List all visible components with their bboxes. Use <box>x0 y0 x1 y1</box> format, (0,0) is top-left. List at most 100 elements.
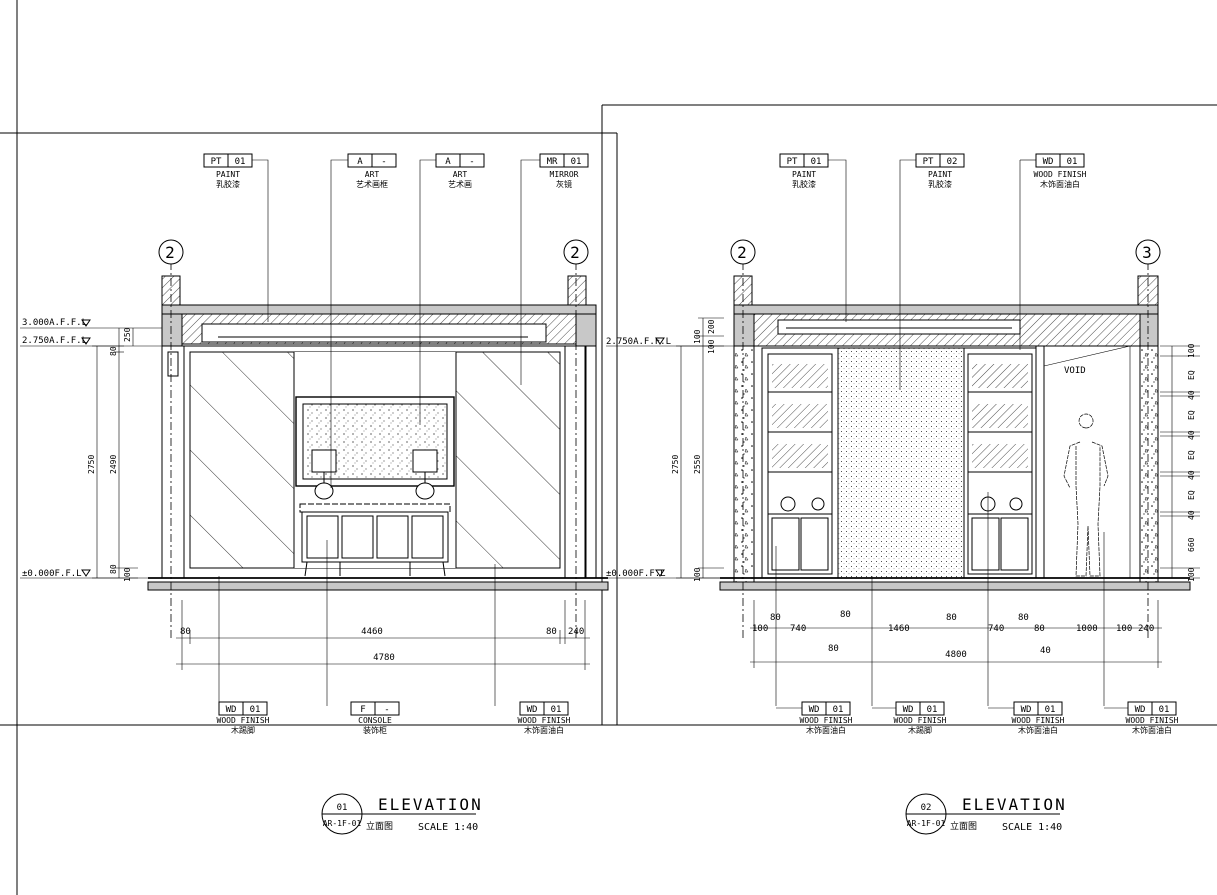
tag-num: 01 <box>811 157 822 167</box>
bottom-tag-console: F - CONSOLE 装饰柜 <box>350 701 400 735</box>
vdim-100: 100 <box>123 567 132 582</box>
bookcase-left <box>761 347 839 579</box>
vertical-dimensions-right: 100 EQ 40 EQ 40 EQ 40 EQ 40 660 100 <box>1160 343 1200 582</box>
vdim-250: 250 <box>123 327 132 342</box>
tag-num: 02 <box>947 157 958 167</box>
bottom-tag-1: WD 01 WOOD FINISH 木饰面油白 <box>776 701 853 735</box>
tag-cn: 灰镜 <box>556 179 572 189</box>
tag-num: - <box>381 157 386 167</box>
hdim-1000: 1000 <box>1076 624 1098 634</box>
tag-code: MR <box>547 157 558 167</box>
title-block-01: 01 AR-1F-01 ELEVATION 立面图 SCALE 1:40 <box>321 793 483 835</box>
tag-code: WD <box>809 705 820 715</box>
axis-bubble-right: 2 <box>570 243 582 262</box>
vdim-100-c: 100 <box>693 567 702 582</box>
level-markers: 3.000A.F.F.L 2.750A.F.F.L ±0.000F.F.L <box>20 318 162 579</box>
tag-code: WD <box>903 705 914 715</box>
tag-num: 01 <box>250 705 261 715</box>
vdim-r-100-bottom: 100 <box>1187 567 1196 582</box>
tag-en: WOOD FINISH <box>1034 170 1087 179</box>
top-tag-paint: PT 01 PAINT 乳胶漆 <box>203 153 253 189</box>
void-opening: VOID <box>1035 345 1131 579</box>
tag-code: WD <box>1043 157 1054 167</box>
tag-en: PAINT <box>928 170 952 179</box>
hdim-1460: 1460 <box>888 624 910 634</box>
sheet-ref: AR-1F-01 <box>907 819 946 828</box>
hdim-80-d: 80 <box>1018 613 1029 623</box>
tag-num: 01 <box>551 705 562 715</box>
hdim-80-b: 80 <box>840 610 851 620</box>
title-block-02: 02 AR-1F-01 ELEVATION 立面图 SCALE 1:40 <box>905 793 1067 835</box>
tag-code: F <box>360 705 365 715</box>
axis-bubble-right: 3 <box>1142 243 1154 262</box>
level-2750: 2.750A.F.F.L <box>606 337 671 347</box>
vdim-200: 200 <box>707 319 716 334</box>
level-0000: ±0.000F.F.L <box>22 569 82 579</box>
hdim-240: 240 <box>568 627 584 637</box>
tag-en: MIRROR <box>550 170 579 179</box>
tag-cn: 木饰面油白 <box>806 725 846 735</box>
vdim-r-eq-2: EQ <box>1187 410 1196 420</box>
vdim-2550: 2550 <box>693 455 702 474</box>
level-markers: 2.750A.F.F.L ±0.000F.F.L <box>606 337 734 579</box>
drawing-title-cn: 立面图 <box>950 820 977 832</box>
axis-bubble-left: 2 <box>737 243 749 262</box>
vdim-r-40-3: 40 <box>1187 470 1196 480</box>
drawing-title: ELEVATION <box>962 795 1067 814</box>
hdim-100-right: 100 <box>1116 624 1132 634</box>
tag-code: A <box>357 157 363 167</box>
drawing-scale: SCALE 1:40 <box>1002 822 1062 833</box>
drawing-title-cn: 立面图 <box>366 820 393 832</box>
console-cabinet <box>299 503 451 577</box>
tag-num: 01 <box>1045 705 1056 715</box>
void-label: VOID <box>1064 366 1086 376</box>
tag-en: ART <box>453 170 468 179</box>
drawing-title: ELEVATION <box>378 795 483 814</box>
hdim-80-a: 80 <box>770 613 781 623</box>
level-0000: ±0.000F.F.L <box>606 569 666 579</box>
elevation-01: 2 2 3.000A.F.F.L 2.750A.F.F.L ±0.000F.F.… <box>20 153 609 835</box>
vertical-dimensions-left: 200 100 100 2750 2550 100 <box>671 317 724 582</box>
hdim-740-right: 740 <box>988 624 1004 634</box>
tag-cn: 木踢脚 <box>231 725 255 735</box>
hdim-740-left: 740 <box>790 624 806 634</box>
level-3000: 3.000A.F.F.L <box>22 318 87 328</box>
vdim-100-a: 100 <box>693 329 702 344</box>
bottom-leaders <box>218 540 496 706</box>
vdim-r-eq-1: EQ <box>1187 370 1196 380</box>
tag-cn: 艺术画框 <box>356 179 388 189</box>
top-tag-paint-01: PT 01 PAINT 乳胶漆 <box>779 153 829 189</box>
tag-cn: 乳胶漆 <box>792 179 816 189</box>
hdim-total: 4780 <box>373 653 395 663</box>
tag-cn: 艺术画 <box>448 179 472 189</box>
horizontal-dimensions: 100 80 740 80 1460 80 740 80 80 1000 100… <box>750 600 1162 668</box>
tag-code: PT <box>787 157 798 167</box>
vdim-r-660: 660 <box>1187 537 1196 552</box>
tag-en: WOOD FINISH <box>1126 716 1179 725</box>
bottom-tag-4: WD 01 WOOD FINISH 木饰面油白 <box>1104 701 1179 735</box>
vdim-2490: 2490 <box>109 455 118 474</box>
bottom-tag-3: WD 01 WOOD FINISH 木饰面油白 <box>988 701 1065 735</box>
tag-num: 01 <box>1067 157 1078 167</box>
tag-code: WD <box>527 705 538 715</box>
tag-num: 01 <box>833 705 844 715</box>
tag-code: A <box>445 157 451 167</box>
vdim-r-40-1: 40 <box>1187 390 1196 400</box>
hdim-row2-40: 40 <box>1040 646 1051 656</box>
sheet-ref: AR-1F-01 <box>323 819 362 828</box>
hdim-240: 240 <box>1138 624 1154 634</box>
tag-en: WOOD FINISH <box>518 716 571 725</box>
tag-cn: 木饰面油白 <box>524 725 564 735</box>
hdim-80-right: 80 <box>546 627 557 637</box>
top-tag-mirror: MR 01 MIRROR 灰镜 <box>539 153 589 189</box>
tag-code: WD <box>1135 705 1146 715</box>
axis-bubble-left: 2 <box>165 243 177 262</box>
vdim-80-bottom: 80 <box>109 564 118 574</box>
level-2750: 2.750A.F.F.L <box>22 336 87 346</box>
hdim-100-left: 100 <box>752 624 768 634</box>
vdim-2750: 2750 <box>87 455 96 474</box>
vdim-r-100-top: 100 <box>1187 343 1196 358</box>
tag-num: 01 <box>1159 705 1170 715</box>
vertical-dimensions: 250 80 2750 2490 80 100 <box>87 327 138 582</box>
